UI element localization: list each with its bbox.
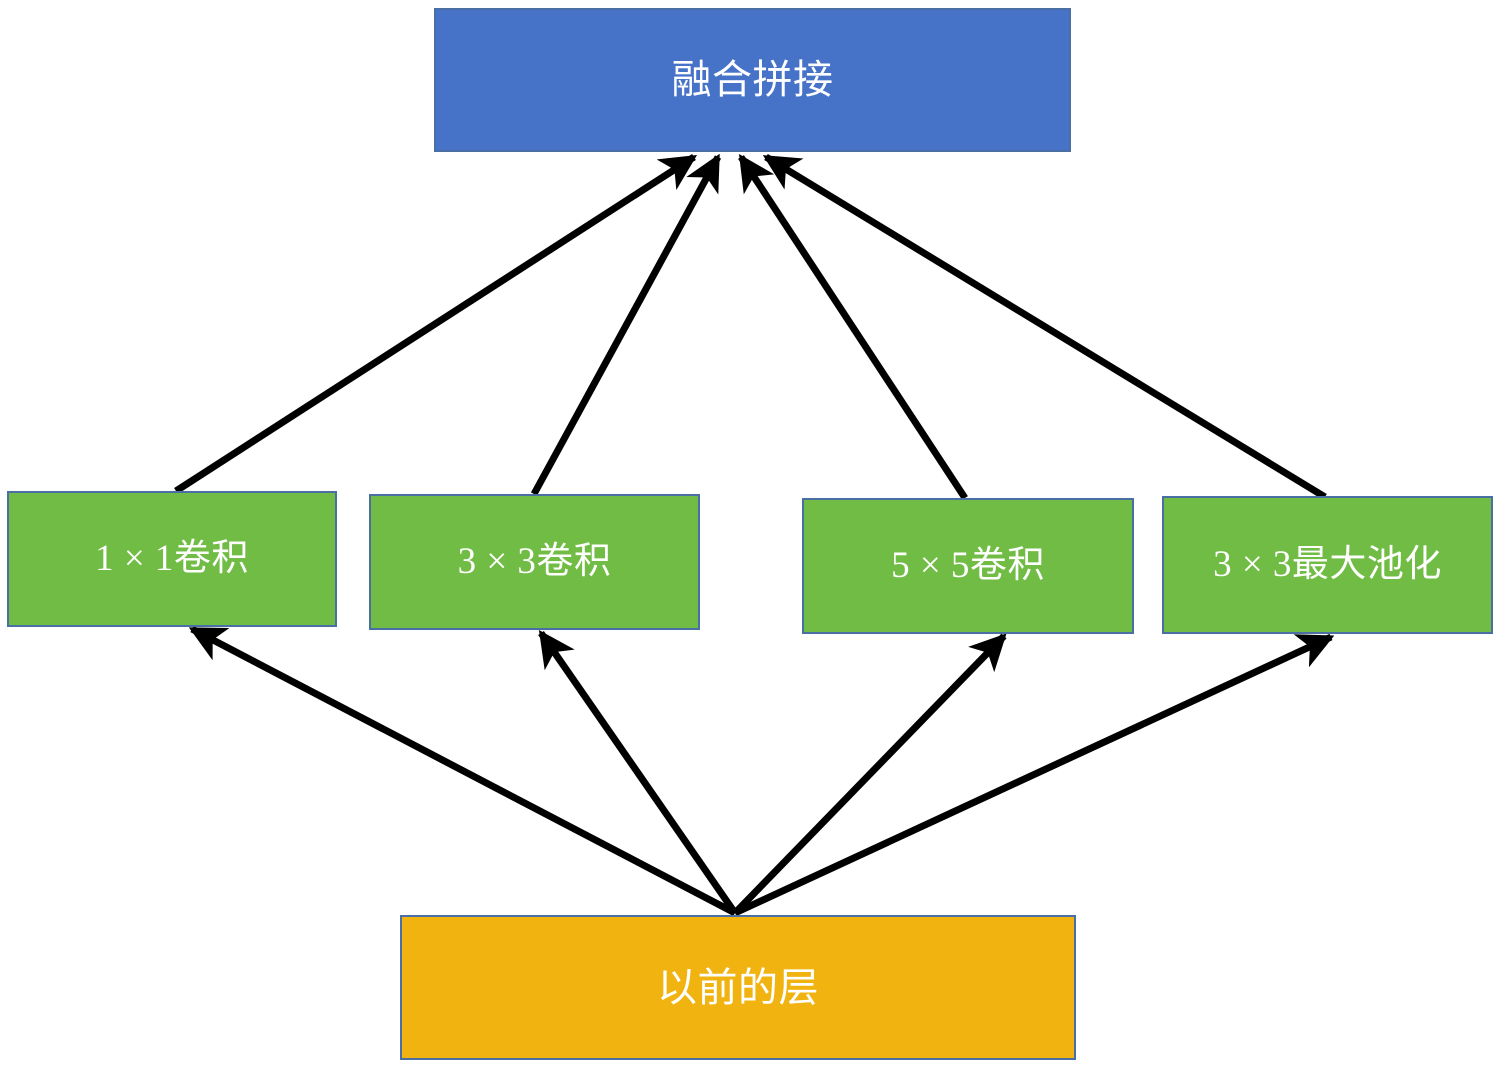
node-maxpool-3x3-label: 3 × 3最大池化 — [1213, 543, 1442, 585]
edge-prev-to-pool — [733, 633, 1335, 917]
node-previous-layer-label: 以前的层 — [657, 964, 819, 1010]
node-previous-layer[interactable]: 以前的层 — [400, 915, 1076, 1060]
edge-pool-to-fuse — [762, 154, 1327, 500]
node-conv-1x1[interactable]: 1 × 1卷积 — [7, 491, 337, 627]
node-maxpool-3x3[interactable]: 3 × 3最大池化 — [1162, 496, 1493, 634]
edge-prev-to-conv1 — [188, 625, 737, 917]
edge-prev-to-conv5 — [732, 633, 1007, 916]
node-conv-3x3-label: 3 × 3卷积 — [457, 540, 612, 582]
node-conv-1x1-label: 1 × 1卷积 — [95, 537, 249, 579]
edge-conv3-to-fuse — [530, 153, 722, 496]
edge-conv5-to-fuse — [738, 153, 968, 500]
node-conv-5x5[interactable]: 5 × 5卷积 — [802, 498, 1134, 634]
edge-prev-to-conv3 — [538, 630, 738, 915]
node-fusion-concat-label: 融合拼接 — [671, 57, 834, 102]
node-conv-3x3[interactable]: 3 × 3卷积 — [369, 494, 700, 630]
node-conv-5x5-label: 5 × 5卷积 — [891, 544, 1045, 586]
edge-conv1-to-fuse — [174, 154, 698, 494]
node-fusion-concat[interactable]: 融合拼接 — [434, 8, 1071, 152]
